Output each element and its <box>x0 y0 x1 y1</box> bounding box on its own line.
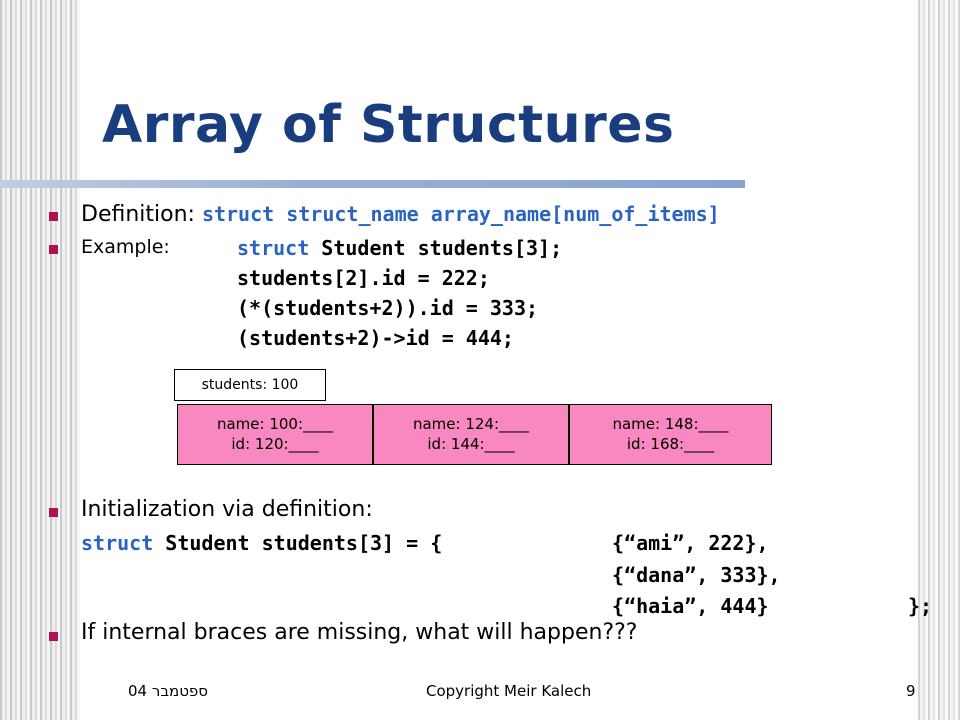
initializer-entry-1: {“ami”, 222}, <box>612 531 769 555</box>
footer-date: ספטמבר 04 <box>128 682 209 700</box>
cell-2-id: id: 168:____ <box>626 435 715 453</box>
cell-1-name: name: 124:____ <box>412 415 530 433</box>
footer-page-number: 9 <box>906 682 916 700</box>
initializer-closing: }; <box>908 594 933 618</box>
definition-label: Definition: <box>81 202 202 227</box>
cell-2-name: name: 148:____ <box>612 415 729 433</box>
bullet-question <box>49 632 58 641</box>
title-underline <box>0 180 745 188</box>
cell-0-name: name: 100:____ <box>216 415 334 433</box>
example-line-1-rest: Student students[3]; <box>309 236 563 260</box>
array-cell-1: name: 124:____ id: 144:____ <box>373 404 569 465</box>
right-stripe-decoration <box>918 0 960 720</box>
initialization-line-1-rest: Student students[3] = { <box>153 531 443 555</box>
initialization-label: Initialization via definition: <box>81 497 373 522</box>
pointer-label-box: students: 100 <box>174 369 326 401</box>
example-label: Example: <box>81 236 170 258</box>
bullet-example <box>49 245 58 254</box>
footer-copyright: Copyright Meir Kalech <box>426 682 592 700</box>
initialization-line-1: struct Student students[3] = { <box>81 531 442 555</box>
example-line-1: struct Student students[3]; <box>237 236 562 260</box>
pointer-label: students: 100 <box>201 377 299 393</box>
bullet-definition <box>49 212 58 221</box>
cell-0-id: id: 120:____ <box>231 435 319 453</box>
initializer-entry-2: {“dana”, 333}, <box>612 563 781 587</box>
question-text: If internal braces are missing, what wil… <box>81 620 638 645</box>
initialization-keyword: struct <box>81 531 154 555</box>
left-stripe-decoration <box>0 0 80 720</box>
array-cell-0: name: 100:____ id: 120:____ <box>177 404 373 465</box>
bullet-initialization <box>49 508 58 517</box>
example-line-2: students[2].id = 222; <box>237 266 490 290</box>
definition-line: Definition: struct struct_name array_nam… <box>81 202 720 227</box>
cell-1-id: id: 144:____ <box>427 435 515 453</box>
example-line-3: (*(students+2)).id = 333; <box>237 296 539 320</box>
example-keyword: struct <box>237 236 310 260</box>
example-line-4: (students+2)->id = 444; <box>237 326 514 350</box>
initializer-entry-3: {“haia”, 444} <box>612 594 769 618</box>
array-cell-2: name: 148:____ id: 168:____ <box>569 404 772 465</box>
slide-title: Array of Structures <box>102 95 675 155</box>
definition-code: struct struct_name array_name[num_of_ite… <box>201 202 720 226</box>
